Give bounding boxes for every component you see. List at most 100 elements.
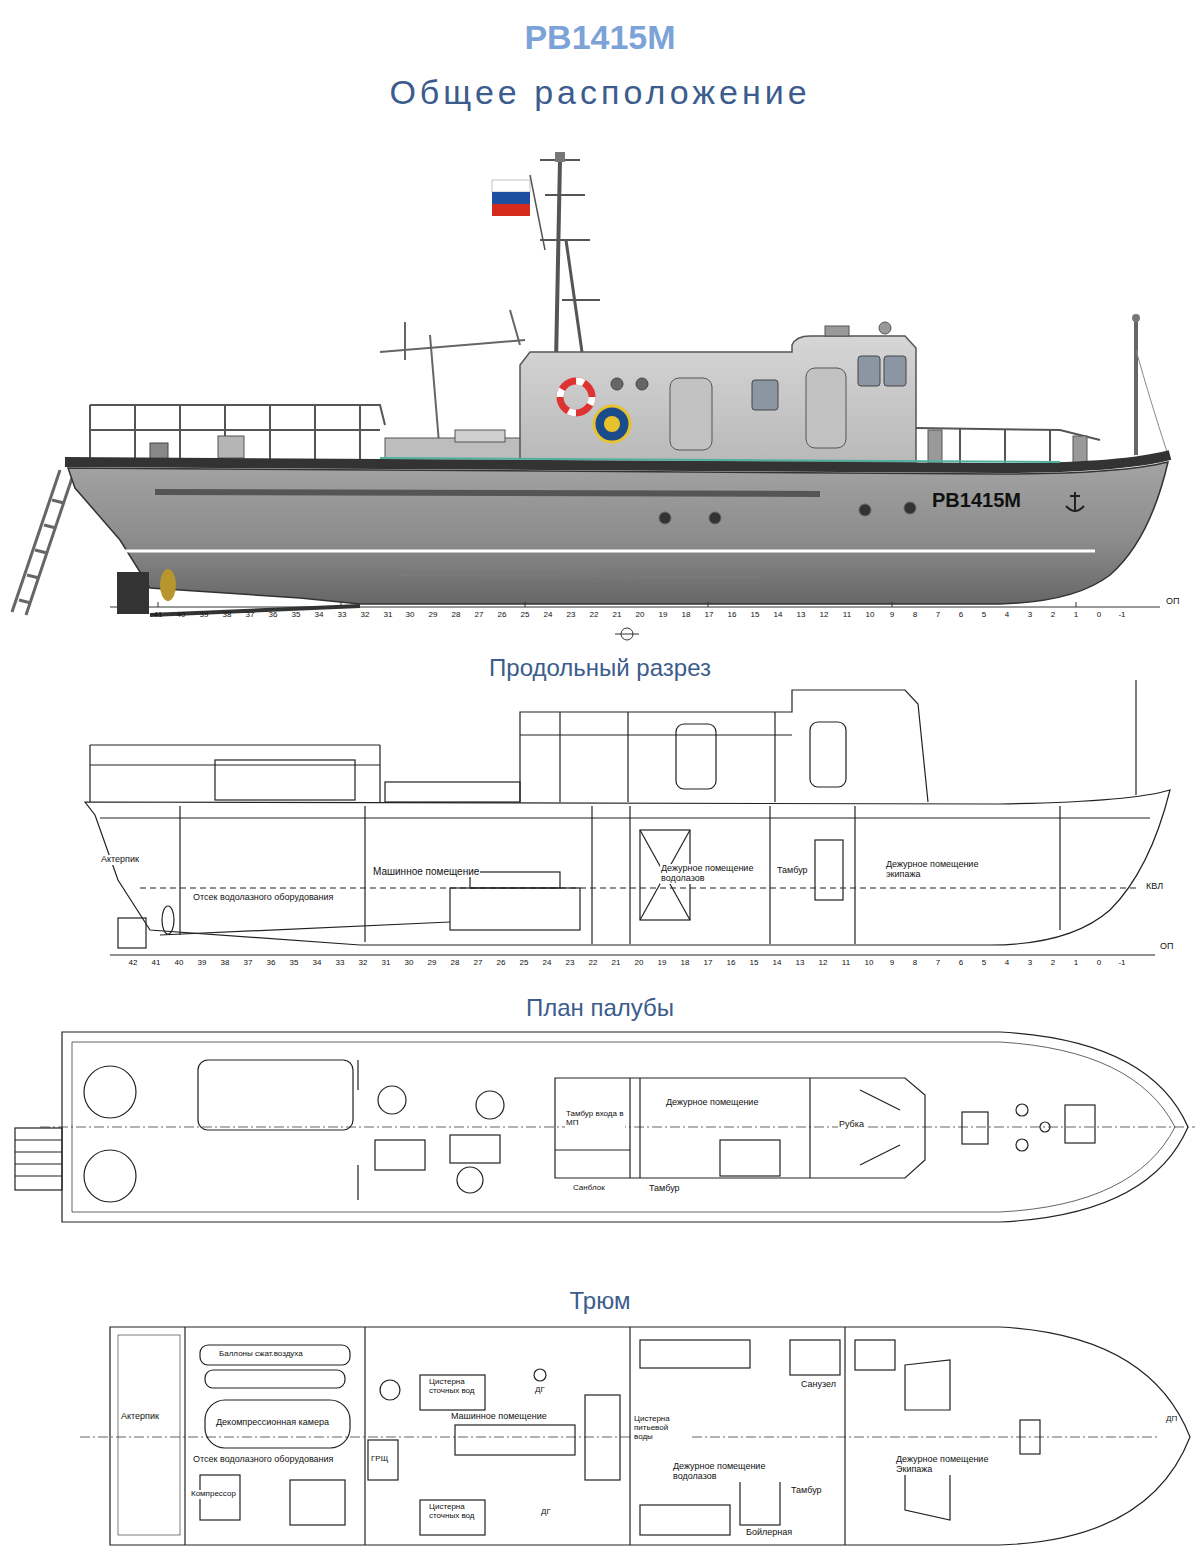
drawing-circle (534, 1369, 546, 1381)
room-label: Актерпик (100, 855, 140, 865)
room-label: Тамбур (776, 866, 809, 876)
drawing-rect (375, 1140, 425, 1170)
drawing-path (1066, 506, 1084, 511)
drawing-rect (455, 430, 505, 442)
frame-number: 10 (865, 959, 874, 968)
frame-number: 41 (152, 959, 161, 968)
frame-number: 17 (705, 611, 714, 620)
frame-number: 14 (773, 959, 782, 968)
room-label: Санблок (572, 1184, 606, 1193)
drawing-line (525, 602, 526, 607)
drawing-path (520, 336, 916, 462)
drawing-rect (815, 840, 843, 900)
drawing-line (158, 602, 159, 607)
drawing-rect (420, 1375, 485, 1410)
frame-number: 5 (982, 959, 986, 968)
frame-number: 25 (520, 959, 529, 968)
drawing-line (520, 734, 792, 735)
drawing-line (809, 1078, 810, 1178)
drawing-path (120, 550, 1095, 553)
drawing-line (269, 405, 271, 460)
drawing-rect (15, 1128, 62, 1190)
drawing-path (65, 455, 1170, 468)
frame-number: 21 (612, 959, 621, 968)
drawing-line (1076, 602, 1077, 607)
drawing-line (35, 550, 47, 553)
drawing-path (90, 429, 380, 431)
drawing-rect (455, 1425, 575, 1455)
frame-number: 34 (315, 611, 324, 620)
drawing-path (68, 462, 1168, 604)
frame-number: 39 (198, 959, 207, 968)
drawing-circle (84, 1066, 136, 1118)
drawing-circle (659, 512, 671, 524)
drawing-circle (1016, 1139, 1028, 1151)
frame-number: 22 (589, 959, 598, 968)
drawing-path (555, 1078, 925, 1178)
frame-number: 20 (636, 611, 645, 620)
drawing-line (530, 175, 545, 250)
frame-number: 32 (361, 611, 370, 620)
drawing-circle (604, 416, 620, 432)
drawing-rect (290, 1480, 345, 1525)
frame-number: 28 (451, 959, 460, 968)
drawing-circle (904, 502, 916, 514)
drawing-line (1135, 680, 1136, 795)
equipment-label: ДГ (534, 1386, 546, 1395)
drawing-rect (205, 1400, 350, 1448)
drawing-line (140, 887, 1140, 888)
room-label: Санузел (800, 1380, 837, 1390)
hold-plan (80, 1327, 1190, 1545)
drawing-ellipse (160, 569, 176, 601)
drawing-line (404, 322, 406, 360)
drawing-line (854, 806, 855, 944)
frame-number: 8 (913, 611, 917, 620)
drawing-line (110, 607, 1160, 608)
drawing-path (520, 690, 928, 802)
frame-number: 23 (566, 959, 575, 968)
frame-number: 26 (498, 611, 507, 620)
drawing-path (90, 745, 380, 802)
drawing-line (545, 194, 585, 196)
frame-number: 38 (221, 959, 230, 968)
drawing-rect (200, 1345, 350, 1365)
drawing-line (15, 1163, 62, 1164)
drawing-line (314, 405, 316, 460)
drawing-line (15, 1175, 62, 1176)
drawing-rect (215, 760, 355, 800)
frame-number: 30 (406, 611, 415, 620)
frame-number: 7 (936, 959, 940, 968)
drawing-circle (859, 504, 871, 516)
drawing-line (44, 525, 56, 528)
equipment-label: Компрессор (190, 1490, 237, 1499)
frame-number: 6 (959, 959, 963, 968)
drawing-line (134, 405, 136, 460)
drawing-path (110, 1327, 1190, 1545)
frame-number: 12 (819, 959, 828, 968)
drawing-rect (198, 1060, 353, 1130)
drawing-line (510, 310, 520, 345)
drawing-line (15, 1151, 62, 1152)
drawing-line (1059, 806, 1060, 930)
frame-number: 35 (290, 959, 299, 968)
drawing-line (110, 955, 1155, 956)
frame-number: 42 (129, 959, 138, 968)
drawing-line (52, 500, 64, 503)
tank-label: Цистерна сточных вод (428, 1378, 484, 1396)
frame-number: 31 (384, 611, 393, 620)
drawing-rect (1065, 1105, 1095, 1143)
frame-number: 17 (704, 959, 713, 968)
frame-number: -1 (1118, 959, 1125, 968)
drawing-line (769, 806, 770, 944)
drawing-line (430, 335, 440, 455)
frame-number: 29 (429, 611, 438, 620)
frame-number: 10 (866, 611, 875, 620)
drawing-rect (720, 1140, 780, 1176)
frame-number: 8 (913, 959, 917, 968)
section-heading: Общее расположение (389, 74, 810, 111)
drawing-g (615, 628, 639, 640)
frame-number: 13 (797, 611, 806, 620)
frame-number: 37 (246, 611, 255, 620)
section-heading: Трюм (570, 1288, 631, 1314)
